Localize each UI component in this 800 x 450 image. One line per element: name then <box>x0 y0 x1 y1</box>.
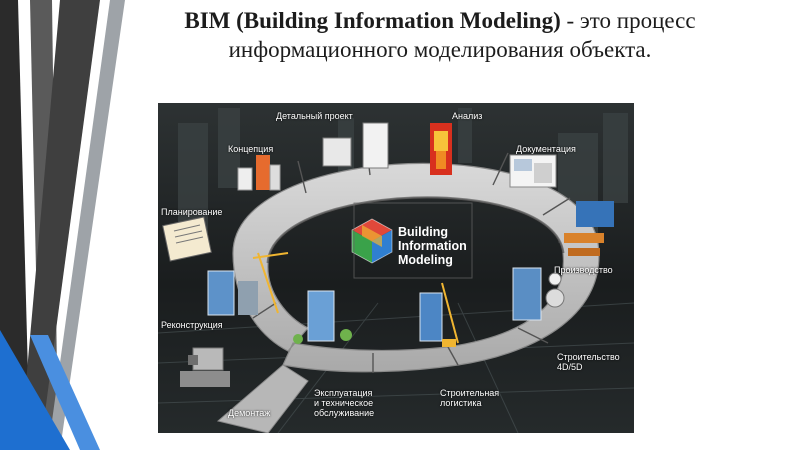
stage-demolition-label: Демонтаж <box>228 408 271 418</box>
concept-building-icon <box>237 155 281 191</box>
stage-documentation-label: Документация <box>516 144 576 154</box>
bim-diagram-graphic <box>158 103 634 433</box>
operation-line-2: и техническое <box>314 398 374 408</box>
logistics-line-2: логистика <box>440 398 482 408</box>
ring-tail <box>216 364 309 433</box>
stage-planning-label: Планирование <box>161 207 223 217</box>
analysis-heatmap-icon <box>430 123 452 175</box>
stage-reconstruction-label: Реконструкция <box>161 320 223 330</box>
stage-analysis-label: Анализ <box>452 111 483 121</box>
demolition-debris-icon <box>180 347 230 387</box>
construction-line-2: 4D/5D <box>557 362 583 372</box>
center-line-1: Building <box>398 225 448 239</box>
title-bold-part: BIM (Building Information Modeling) <box>184 8 561 33</box>
ring-inner-shadow <box>266 196 565 264</box>
bim-center-label: Building Information Modeling <box>398 225 467 267</box>
left-decorative-stripes <box>0 0 125 450</box>
reconstruction-building-icon <box>207 252 289 316</box>
title-rest: - это процесс информационного моделирова… <box>228 8 696 62</box>
bim-logo-icon <box>351 218 393 264</box>
documentation-drawing-icon <box>509 154 557 188</box>
stage-logistics-label: Строительная логистика <box>440 388 499 408</box>
construction-line-1: Строительство <box>557 352 620 362</box>
operation-line-3: обслуживание <box>314 408 375 418</box>
stage-construction-label: Строительство 4D/5D <box>557 352 620 372</box>
stage-production-label: Производство <box>554 265 613 275</box>
planning-document-icon <box>162 216 212 262</box>
logo-frame <box>353 202 473 279</box>
stage-operation-label: Эксплуатация и техническое обслуживание <box>314 388 374 418</box>
stage-detailed-design-label: Детальный проект <box>276 111 353 121</box>
construction-4d5d-icon <box>512 267 565 321</box>
bim-lifecycle-diagram: Building Information Modeling Концепция … <box>158 103 634 433</box>
detailed-design-icon <box>322 122 389 169</box>
operation-line-1: Эксплуатация <box>314 388 373 398</box>
center-line-3: Modeling <box>398 253 453 267</box>
slide-title: BIM (Building Information Modeling) - эт… <box>120 6 760 64</box>
production-factory-icon <box>564 201 614 256</box>
logistics-construction-icon <box>419 282 459 347</box>
center-line-2: Information <box>398 239 467 253</box>
logistics-line-1: Строительная <box>440 388 500 398</box>
stage-concept-label: Концепция <box>228 144 274 154</box>
operation-building-icon <box>293 290 352 344</box>
background-buildings <box>178 108 628 243</box>
